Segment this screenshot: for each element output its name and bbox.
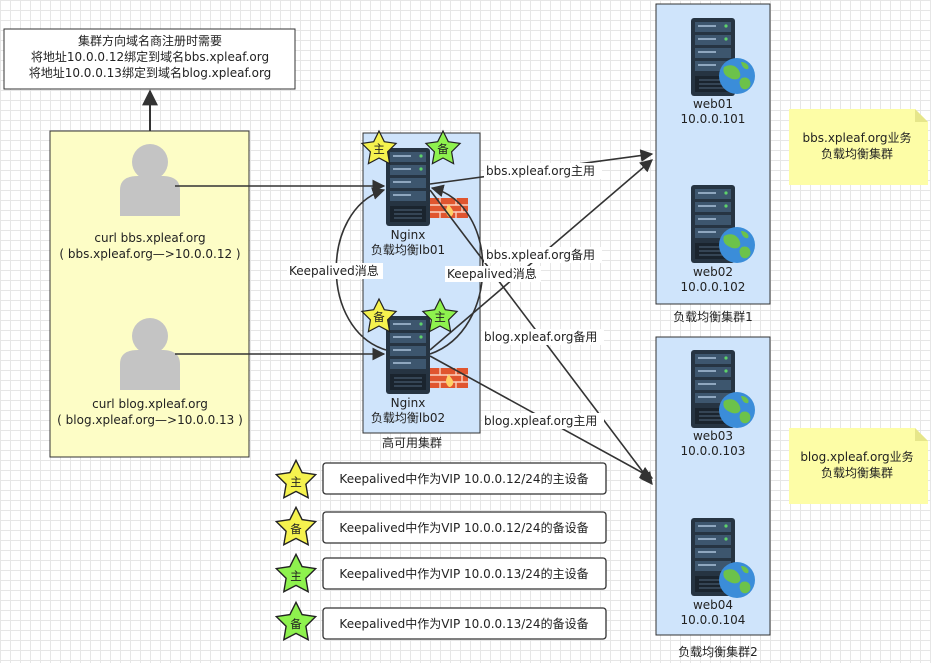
cluster-1-label: 负载均衡集群1 <box>673 309 753 324</box>
star-label: 备 <box>373 310 385 324</box>
cluster-2-label: 负载均衡集群2 <box>678 644 758 659</box>
globe-icon <box>719 392 755 428</box>
edge-label-bbs-backup: bbs.xpleaf.org备用 <box>486 248 595 262</box>
web02-name: web02 <box>693 265 733 279</box>
globe-icon <box>719 227 755 263</box>
client-bbs-command: curl bbs.xpleaf.org <box>94 231 205 245</box>
lb02-name: Nginx <box>391 396 426 410</box>
lb01-name: Nginx <box>391 228 426 242</box>
web04-ip: 10.0.0.104 <box>681 613 746 627</box>
edge-label-bg <box>482 413 604 429</box>
web04-name: web04 <box>693 598 733 612</box>
legend-text: Keepalived中作为VIP 10.0.0.12/24的备设备 <box>339 520 588 535</box>
bbs-note-line-1: bbs.xpleaf.org业务 <box>803 130 912 145</box>
edge-label-blog-backup: blog.xpleaf.org备用 <box>484 330 597 344</box>
edge-label-bg <box>445 266 541 282</box>
client-bbs-mapping: ( bbs.xpleaf.org—>10.0.0.12 ) <box>59 247 240 261</box>
edge-label-bg <box>287 263 383 279</box>
edge-label-blog-main: blog.xpleaf.org主用 <box>484 414 597 428</box>
blog-note-line-2: 负载均衡集群 <box>821 465 893 480</box>
star-icon: 主 <box>275 553 317 593</box>
legend-text: Keepalived中作为VIP 10.0.0.13/24的备设备 <box>339 616 588 631</box>
web01-name: web01 <box>693 97 733 111</box>
legend-item: 主 Keepalived中作为VIP 10.0.0.13/24的主设备 <box>275 553 607 593</box>
legend-text: Keepalived中作为VIP 10.0.0.13/24的主设备 <box>339 566 588 581</box>
star-label: 主 <box>373 142 385 156</box>
legend-star-label: 备 <box>290 617 302 631</box>
edge-label-bg <box>484 247 602 263</box>
edge-label-bg <box>482 329 604 345</box>
note-line-1: 集群方向域名商注册时需要 <box>78 33 222 48</box>
edge-label-bg <box>484 163 602 179</box>
domain-registration-note: 集群方向域名商注册时需要 将地址10.0.0.12绑定到域名bbs.xpleaf… <box>3 28 296 90</box>
bbs-cluster-note: bbs.xpleaf.org业务 负载均衡集群 <box>789 109 928 185</box>
ha-cluster-label: 高可用集群 <box>382 435 442 450</box>
legend-star-label: 主 <box>290 475 302 489</box>
star-icon: 主 <box>275 459 317 499</box>
edge-label-bbs-main: bbs.xpleaf.org主用 <box>486 164 595 178</box>
blog-note-line-1: blog.xpleaf.org业务 <box>800 449 913 464</box>
star-icon: 主 <box>422 298 458 333</box>
keepalived-label-right: Keepalived消息 <box>447 266 537 281</box>
client-blog-mapping: ( blog.xpleaf.org—>10.0.0.13 ) <box>57 413 243 427</box>
star-icon: 备 <box>275 601 317 641</box>
globe-icon <box>719 58 755 94</box>
web03-name: web03 <box>693 429 733 443</box>
server-icon <box>385 315 431 395</box>
legend-star-label: 备 <box>290 522 302 536</box>
server-icon <box>385 147 431 227</box>
note-line-3: 将地址10.0.0.13绑定到域名blog.xpleaf.org <box>29 65 272 80</box>
star-icon: 备 <box>275 506 317 546</box>
blog-cluster-note: blog.xpleaf.org业务 负载均衡集群 <box>789 428 928 504</box>
legend-text: Keepalived中作为VIP 10.0.0.12/24的主设备 <box>339 471 588 486</box>
keepalived-label-left: Keepalived消息 <box>289 263 379 278</box>
legend-item: 主 Keepalived中作为VIP 10.0.0.12/24的主设备 <box>275 459 607 499</box>
web03-ip: 10.0.0.103 <box>681 444 746 458</box>
star-label: 主 <box>434 310 446 324</box>
legend-star-label: 主 <box>290 569 302 583</box>
web02-ip: 10.0.0.102 <box>681 280 746 294</box>
globe-icon <box>719 562 755 598</box>
lb01-role: 负载均衡lb01 <box>371 243 445 257</box>
bbs-note-line-2: 负载均衡集群 <box>821 146 893 161</box>
firewall-icon <box>429 367 469 389</box>
client-blog-command: curl blog.xpleaf.org <box>92 397 208 411</box>
star-icon: 主 <box>361 130 397 165</box>
legend: 主 Keepalived中作为VIP 10.0.0.12/24的主设备 备 Ke… <box>275 459 607 641</box>
legend-item: 备 Keepalived中作为VIP 10.0.0.12/24的备设备 <box>275 506 607 546</box>
star-icon: 备 <box>425 130 461 165</box>
web01-ip: 10.0.0.101 <box>681 112 746 126</box>
star-label: 备 <box>437 142 449 156</box>
legend-item: 备 Keepalived中作为VIP 10.0.0.13/24的备设备 <box>275 601 607 641</box>
star-icon: 备 <box>361 298 397 333</box>
lb02-role: 负载均衡lb02 <box>371 411 445 425</box>
note-line-2: 将地址10.0.0.12绑定到域名bbs.xpleaf.org <box>31 49 269 64</box>
